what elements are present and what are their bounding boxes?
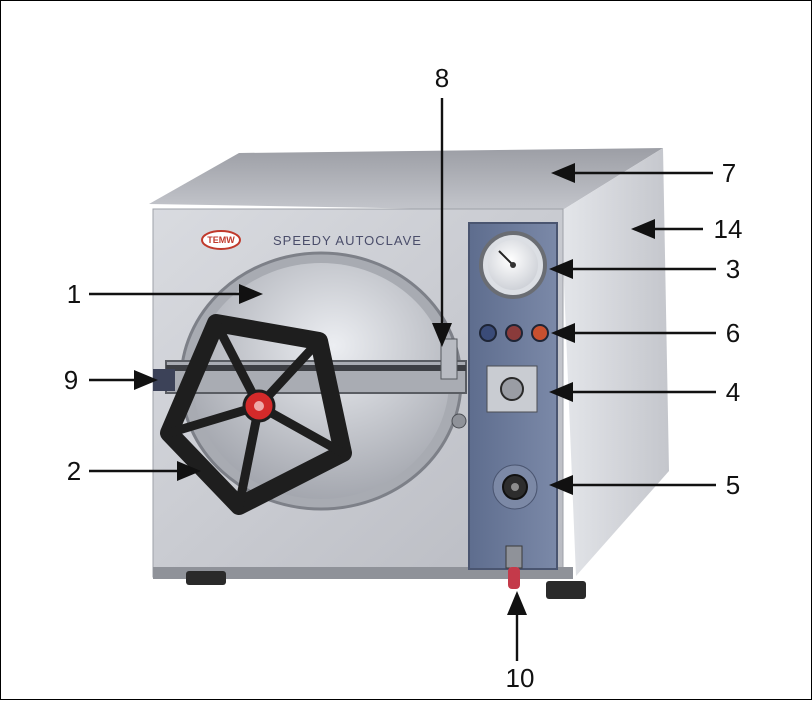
handwheel-frame bbox=[160, 314, 352, 515]
callout-label-3: 3 bbox=[726, 254, 740, 284]
callout-labels: 1 2 3 4 5 6 7 8 9 10 14 bbox=[64, 63, 743, 693]
callout-label-9: 9 bbox=[64, 365, 78, 395]
arrowhead-2 bbox=[177, 461, 201, 481]
pressure-gauge-pivot bbox=[510, 262, 516, 268]
side-panel bbox=[561, 148, 669, 576]
arrowhead-14 bbox=[631, 219, 655, 239]
brand-logo-text: TEMW bbox=[207, 235, 235, 245]
top-panel bbox=[149, 148, 663, 211]
callout-label-8: 8 bbox=[435, 63, 449, 93]
latch-post bbox=[440, 338, 458, 380]
callout-label-6: 6 bbox=[726, 318, 740, 348]
callout-arrows bbox=[89, 98, 716, 661]
indicator-light-1 bbox=[479, 324, 497, 342]
callout-label-10: 10 bbox=[506, 663, 535, 693]
door-handwheel bbox=[160, 314, 352, 515]
handwheel-hub-cap bbox=[254, 401, 264, 411]
arrowhead-4 bbox=[549, 382, 573, 402]
callout-label-14: 14 bbox=[714, 214, 743, 244]
foot-left bbox=[186, 571, 226, 585]
drain-valve-tube bbox=[508, 567, 520, 589]
timer-knob-center bbox=[511, 483, 519, 491]
indicator-light-2 bbox=[505, 324, 523, 342]
brand-name: SPEEDY AUTOCLAVE bbox=[273, 233, 422, 248]
callout-label-2: 2 bbox=[67, 456, 81, 486]
arrowhead-3 bbox=[549, 259, 573, 279]
brand-area: TEMW SPEEDY AUTOCLAVE bbox=[201, 230, 422, 250]
callout-label-4: 4 bbox=[726, 377, 740, 407]
drain-valve-body bbox=[505, 545, 523, 569]
arrowhead-5 bbox=[549, 475, 573, 495]
pressure-gauge-needle bbox=[498, 250, 514, 266]
hinge-block bbox=[153, 369, 175, 391]
power-switch bbox=[500, 377, 524, 401]
arrowhead-9 bbox=[134, 370, 158, 390]
arrowhead-10 bbox=[507, 591, 527, 615]
indicator-light-3 bbox=[531, 324, 549, 342]
callout-label-7: 7 bbox=[722, 158, 736, 188]
handwheel-spoke bbox=[234, 405, 264, 507]
arrowhead-7 bbox=[551, 163, 575, 183]
latch-screw bbox=[451, 413, 467, 429]
brand-logo bbox=[201, 230, 241, 250]
control-panel bbox=[468, 222, 558, 589]
callout-label-5: 5 bbox=[726, 470, 740, 500]
foot-right bbox=[546, 581, 586, 599]
callout-label-1: 1 bbox=[67, 279, 81, 309]
arrowhead-6 bbox=[551, 323, 575, 343]
arrowhead-1 bbox=[239, 284, 263, 304]
arrowhead-8 bbox=[432, 323, 452, 347]
